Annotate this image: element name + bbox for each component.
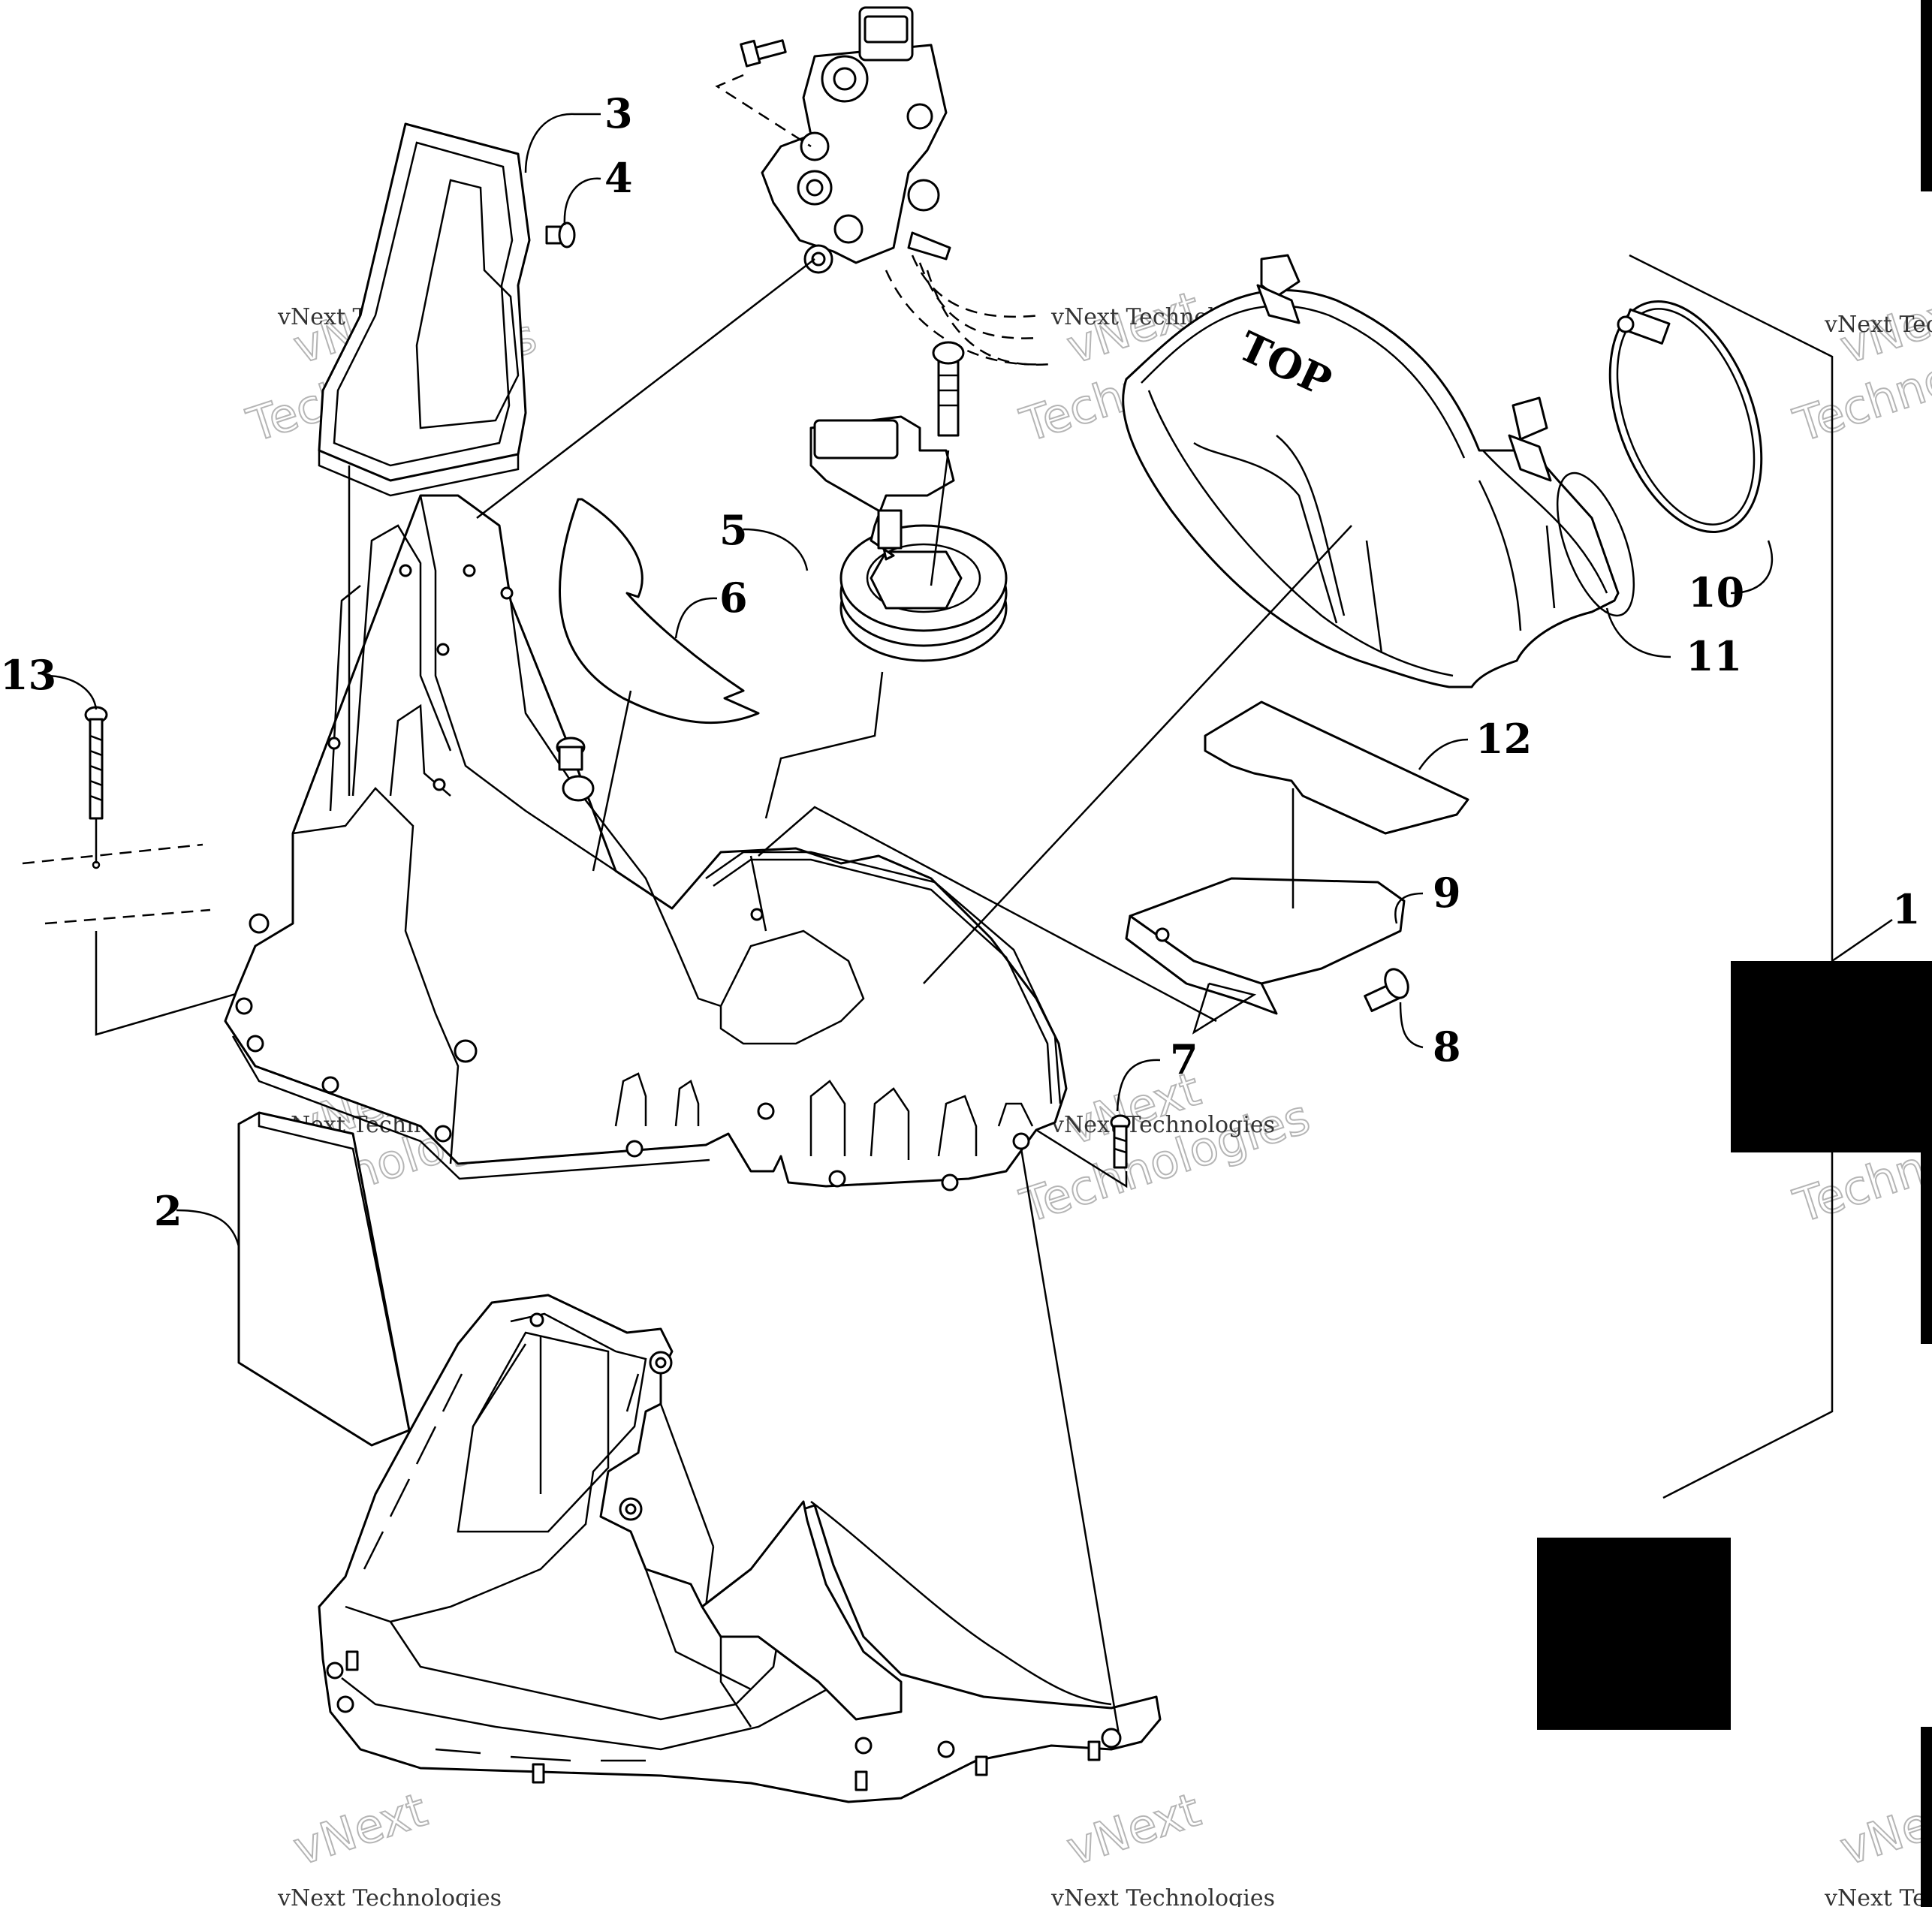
bolt-7 xyxy=(1035,1114,1131,1188)
callout-11: 11 xyxy=(1686,632,1742,680)
watermark-text: vNext Technologies xyxy=(1824,1885,1932,1907)
callout-labels: 1 2 3 4 5 6 7 8 9 10 11 12 13 xyxy=(0,89,1921,1235)
redaction-box xyxy=(1731,961,1932,1152)
watermark-text: vNext Technologies xyxy=(1050,1112,1275,1138)
watermark-text: vNext Technologies xyxy=(1050,1885,1275,1907)
callout-9: 9 xyxy=(1433,869,1461,917)
watermark-bottom-center: vNext xyxy=(1059,1781,1207,1876)
callout-8: 8 xyxy=(1433,1023,1461,1071)
leader-lines xyxy=(44,113,1774,1735)
callout-2: 2 xyxy=(154,1187,182,1235)
watermark-short: vNext xyxy=(287,1782,433,1875)
callout-5: 5 xyxy=(719,506,748,554)
edge-bar xyxy=(1921,1727,1932,1907)
watermark-short: vNext xyxy=(1834,1782,1932,1875)
callout-10: 10 xyxy=(1688,568,1744,616)
edge-bar xyxy=(1921,0,1932,191)
gasket-plate xyxy=(1204,700,1469,835)
watermark-text: vNext Technologies xyxy=(277,1885,502,1907)
watermark-text: vNext Technologies xyxy=(1824,312,1932,338)
intake-cover xyxy=(318,122,531,497)
gasket-flap xyxy=(558,498,760,725)
sensor-grommet xyxy=(809,341,1008,662)
bolt-8 xyxy=(1364,968,1409,1013)
callout-13: 13 xyxy=(0,651,56,699)
callout-4: 4 xyxy=(604,154,633,202)
watermark-short: vNext xyxy=(1060,1782,1207,1875)
fastener-4 xyxy=(545,221,576,249)
bracket-plate xyxy=(1125,788,1406,1035)
assembly-bracket xyxy=(1629,254,1893,1499)
hose-clamp xyxy=(1608,300,1763,533)
edge-bar xyxy=(1921,1152,1932,1344)
redaction-box xyxy=(1537,1538,1731,1730)
callout-3: 3 xyxy=(604,89,633,137)
throttle-sensor xyxy=(715,6,1052,366)
callout-12: 12 xyxy=(1475,715,1532,763)
watermark-bottom-right: vNext xyxy=(1833,1781,1932,1876)
callout-7: 7 xyxy=(1170,1035,1198,1083)
callout-1: 1 xyxy=(1892,885,1921,933)
watermark-top-right: vNext Technologies xyxy=(1786,279,1932,453)
airbox-lower xyxy=(318,1294,1162,1803)
callout-6: 6 xyxy=(719,574,748,622)
inlet-duct xyxy=(1122,254,1635,688)
watermark-bottom-left: vNext xyxy=(286,1781,434,1876)
